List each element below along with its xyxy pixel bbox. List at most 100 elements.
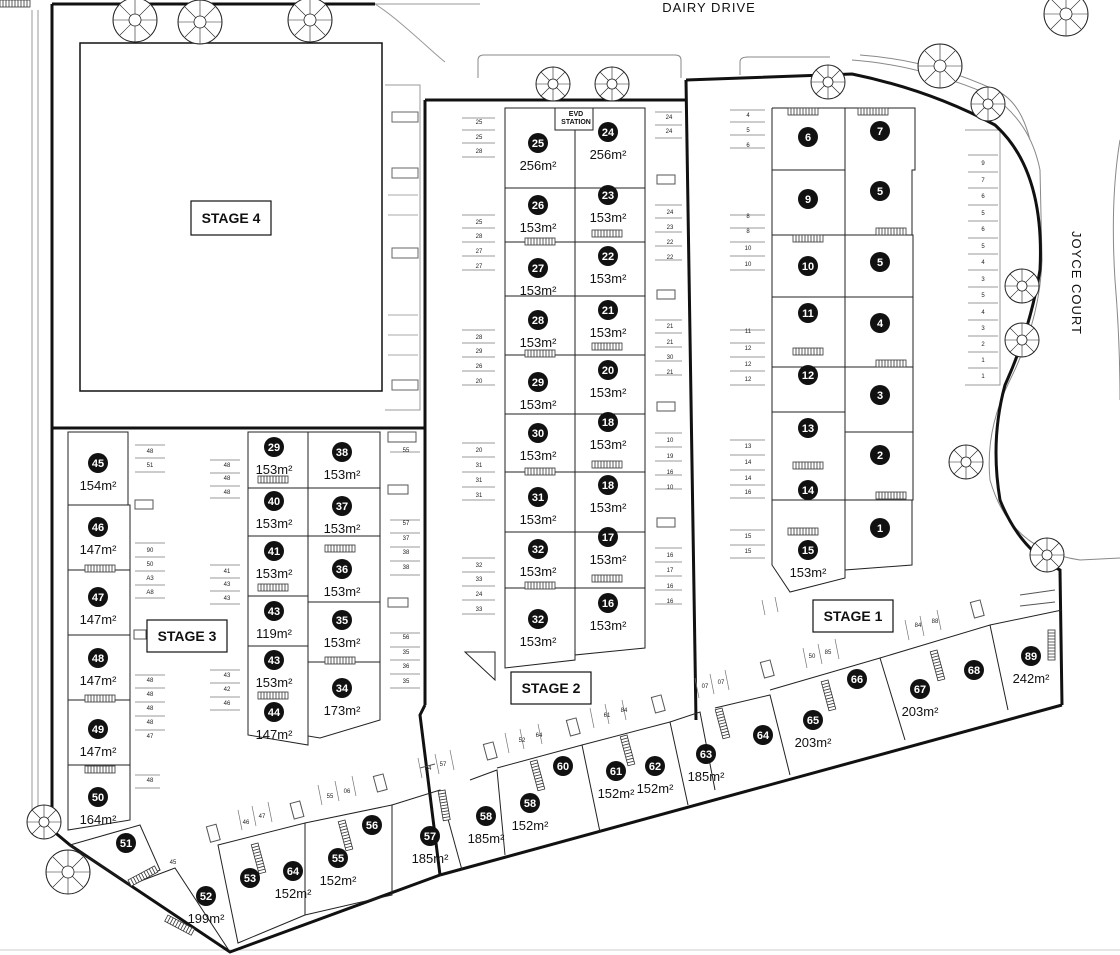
lot-number-badge xyxy=(870,518,890,538)
lot-number: 2 xyxy=(877,450,883,462)
bay-number: 12 xyxy=(745,362,752,368)
bay-number: 27 xyxy=(476,264,483,270)
bay-number: 48 xyxy=(147,449,154,455)
bay-number: 21 xyxy=(667,340,674,346)
bay-number: 55 xyxy=(403,448,410,454)
bay-number: 47 xyxy=(147,734,154,740)
lot-6: 6 xyxy=(798,127,818,147)
lot-number-badge xyxy=(528,539,548,559)
lot-number: 52 xyxy=(200,891,212,903)
lot-number: 89 xyxy=(1025,651,1037,663)
lot-area: 153m² xyxy=(520,220,558,235)
lot-number: 27 xyxy=(532,263,544,275)
bay-number: 07 xyxy=(718,680,725,686)
lot-area: 153m² xyxy=(520,634,558,649)
bay-number: 27 xyxy=(476,249,483,255)
lot-area: 173m² xyxy=(324,703,362,718)
lot-area: 153m² xyxy=(520,397,558,412)
lot-number: 20 xyxy=(602,365,614,377)
lot-number-badge xyxy=(870,181,890,201)
lot-number: 25 xyxy=(532,138,544,150)
lot-area: 153m² xyxy=(590,500,628,515)
bay-number: 38 xyxy=(403,565,410,571)
lot-number-badge xyxy=(528,423,548,443)
lot-number: 1 xyxy=(877,523,883,535)
lot-number-badge xyxy=(696,744,716,764)
bay-number: 11 xyxy=(745,329,752,335)
lot-number: 6 xyxy=(805,132,811,144)
lot-area: 203m² xyxy=(795,735,833,750)
tree-icon xyxy=(26,804,62,840)
lot-number: 4 xyxy=(877,318,884,330)
lot-number: 43 xyxy=(268,655,280,667)
lot-area: 153m² xyxy=(256,516,294,531)
bay-number: 3 xyxy=(981,326,985,332)
tree-icon xyxy=(594,66,630,102)
bay-number: 19 xyxy=(667,454,674,460)
bay-number: 25 xyxy=(476,120,483,126)
bay-number: 15 xyxy=(745,549,752,555)
lot-number-badge xyxy=(88,648,108,668)
lot-number: 47 xyxy=(92,592,104,604)
bay-number: 35 xyxy=(403,650,410,656)
bay-number: 25 xyxy=(476,220,483,226)
lot-number: 50 xyxy=(92,792,104,804)
bay-number: 32 xyxy=(476,563,483,569)
lot-4: 4 xyxy=(870,313,890,333)
bay-number: 6 xyxy=(981,227,985,233)
lot-number: 15 xyxy=(802,545,814,557)
lot-number: 30 xyxy=(532,428,544,440)
lot-number-badge xyxy=(753,725,773,745)
lot-area: 256m² xyxy=(520,158,558,173)
bay-number: 48 xyxy=(147,720,154,726)
bay-number: 54 xyxy=(425,766,432,772)
lot-number: 9 xyxy=(805,194,811,206)
lot-number: 13 xyxy=(802,423,814,435)
bay-number: 5 xyxy=(981,293,985,299)
parking-bays xyxy=(135,109,998,831)
lot-number-badge xyxy=(362,815,382,835)
bay-number: 42 xyxy=(224,687,231,693)
lot-number: 31 xyxy=(532,492,544,504)
tree-icon xyxy=(810,64,846,100)
lot-number-badge xyxy=(803,710,823,730)
tree-icon xyxy=(1029,537,1065,573)
lot-number: 35 xyxy=(336,615,348,627)
bay-number: 15 xyxy=(745,534,752,540)
lot-10: 10 xyxy=(798,256,818,276)
bay-number: 29 xyxy=(476,349,483,355)
bay-number: 28 xyxy=(476,335,483,341)
bay-number: 43 xyxy=(224,673,231,679)
bay-number: 10 xyxy=(667,485,674,491)
bay-number: 8 xyxy=(746,229,750,235)
lot-56: 56 xyxy=(362,815,382,835)
bay-number: 16 xyxy=(745,490,752,496)
lot-number-badge xyxy=(264,437,284,457)
lot-number-badge xyxy=(332,610,352,630)
lot-number-badge xyxy=(598,360,618,380)
stage-label-text: STAGE 3 xyxy=(158,628,217,644)
lot-number: 36 xyxy=(336,564,348,576)
lot-area: 153m² xyxy=(590,552,628,567)
lot-number: 48 xyxy=(92,653,104,665)
tree-icon xyxy=(948,444,984,480)
bay-number: 90 xyxy=(147,548,154,554)
lot-number-badge xyxy=(116,833,136,853)
lot-number-badge xyxy=(598,185,618,205)
lot-number-badge xyxy=(598,475,618,495)
bay-number: 22 xyxy=(667,240,674,246)
lot-30: 30 153m² xyxy=(520,423,558,463)
lot-number-badge xyxy=(528,372,548,392)
lot-area: 153m² xyxy=(520,448,558,463)
lot-area: 153m² xyxy=(256,566,294,581)
bay-number: 31 xyxy=(476,478,483,484)
lot-number: 17 xyxy=(602,532,614,544)
lot-number-badge xyxy=(283,861,303,881)
lot-number-badge xyxy=(520,793,540,813)
lot-3: 3 xyxy=(870,385,890,405)
lot-number: 3 xyxy=(877,390,883,402)
